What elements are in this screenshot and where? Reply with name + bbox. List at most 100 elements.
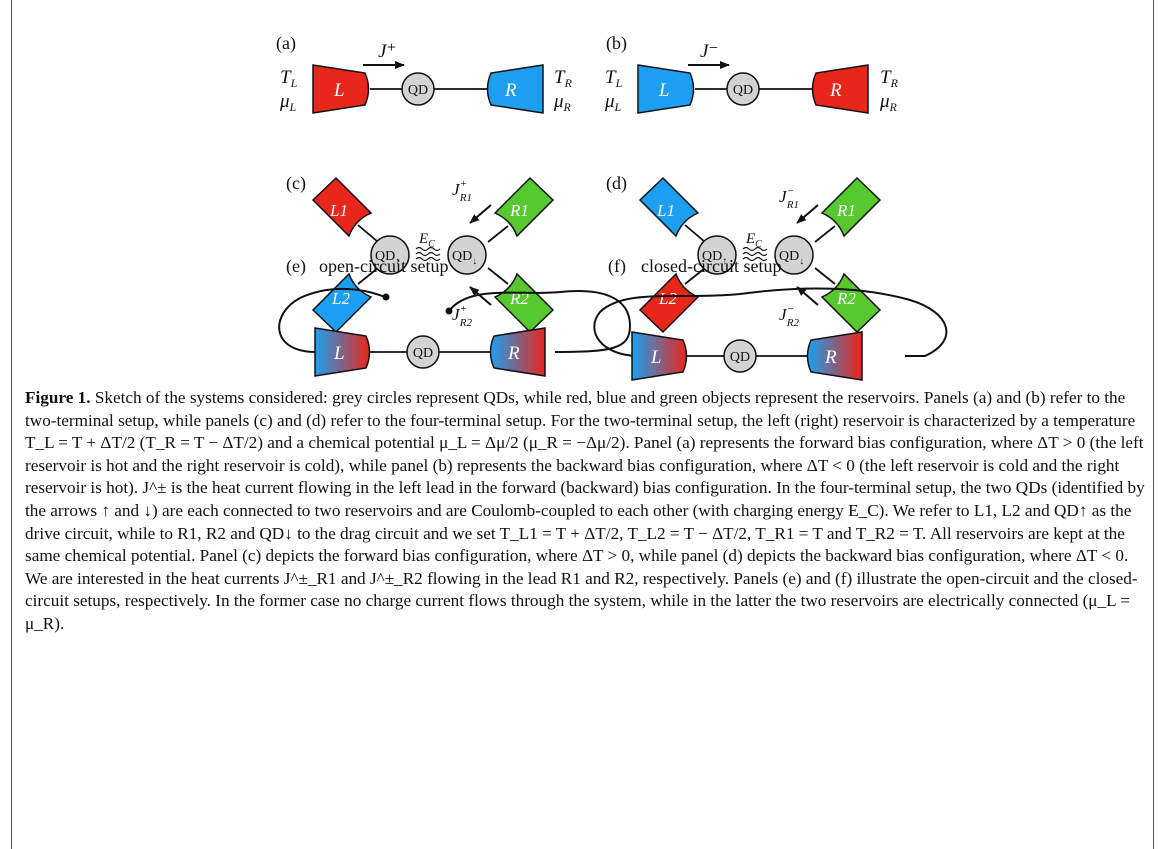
right-reservoir-label: R [829,80,842,101]
left-temperature: TL [605,67,623,90]
lead-wire [684,224,706,243]
panel-f-drawing: L R QD [593,287,948,381]
frame-border-right [1153,0,1154,849]
left-reservoir-cold [637,64,695,114]
lead-wire [357,224,379,243]
lead-wire [814,267,836,285]
coupling-label: EC [418,231,435,250]
reservoir-r1 [820,176,882,238]
reservoir-l1-hot [311,176,373,238]
quantum-dot-label: QD [730,350,750,365]
current-label-r2: J+R2 [452,303,472,329]
current-label-r1: J+R1 [452,178,472,204]
panel-e-label: (e) [286,256,306,277]
quantum-dot [723,339,757,373]
panel-c: (c) L1 L2 R1 R2 QD↑ QD↓ EC J+R1 J+R2 [286,173,555,334]
left-reservoir-label: L [333,80,345,101]
right-chem-potential: μR [879,91,898,114]
quantum-dot-label: QD [733,83,753,98]
current-arrow-r1 [469,204,492,224]
quantum-dot-up [370,235,410,275]
left-reservoir-hot [312,64,370,114]
coulomb-coupling-symbol [742,246,768,262]
circuit-wire-left [278,287,386,353]
right-reservoir-label: R [507,343,520,364]
quantum-dot-up [697,235,737,275]
panel-d: (d) L1 L2 R1 R2 QD↑ QD↓ EC J−R1 J−R2 [606,173,882,334]
quantum-dot-label: QD [408,83,428,98]
quantum-dot [401,72,435,106]
reservoir-r2-label: R2 [836,289,856,308]
lead-wire [684,267,706,285]
quantum-dot-down [774,235,814,275]
right-reservoir-label: R [504,80,517,101]
figure-1: (a) J⁺ L R QD TL μL TR μR (b) J⁻ L R QD … [276,33,948,381]
wire-end-right [445,307,453,315]
reservoir-r1 [493,176,555,238]
wire-end-left [382,293,390,301]
reservoir-r2 [493,272,555,334]
lead-wire [487,267,509,285]
left-reservoir-label: L [333,343,345,364]
caption-text: Sketch of the systems considered: grey c… [25,388,1145,633]
quantum-dot [406,335,440,369]
quantum-dot-up-label: QD↑ [375,249,400,267]
reservoir-l1-label: L1 [656,201,675,220]
figure-1-setups [0,0,1165,386]
left-reservoir-label: L [650,347,662,368]
quantum-dot-label: QD [413,346,433,361]
left-chem-potential: μL [279,91,297,114]
reservoir-r1-label: R1 [836,201,856,220]
current-label: J⁻ [700,41,718,62]
quantum-dot-down-label: QD↓ [452,249,477,267]
left-temperature: TL [280,67,298,90]
current-label: J⁺ [378,41,396,62]
quantum-dot-up-label: QD↑ [702,249,727,267]
quantum-dot-down-label: QD↓ [779,249,804,267]
current-arrow-r2 [469,286,492,306]
right-chem-potential: μR [553,91,572,114]
quantum-dot [726,72,760,106]
reservoir-l2-label: L2 [658,289,677,308]
reservoir-l1-label: L1 [329,201,348,220]
current-label-r1: J−R1 [779,185,799,211]
lead-wire [814,225,836,243]
reservoir-r1-label: R1 [509,201,529,220]
panel-b-label: (b) [606,33,627,54]
figure-caption: Figure 1. Sketch of the systems consider… [25,387,1145,636]
left-reservoir-label: L [658,80,670,101]
quantum-dot-down [447,235,487,275]
lead-wire [357,267,379,285]
current-arrow-r1 [796,204,819,224]
closed-circuit-wire [593,287,948,357]
right-reservoir-gradient [489,327,546,377]
reservoir-l2-label: L2 [331,289,350,308]
reservoir-l1-cold [638,176,700,238]
frame-border-left [11,0,12,849]
current-label-r2: J−R2 [779,303,799,329]
coupling-label: EC [745,231,762,250]
panel-a-label: (a) [276,33,296,54]
lead-wire [487,225,509,243]
right-reservoir-gradient [806,331,863,381]
left-reservoir-gradient [314,327,371,377]
current-arrow-r2 [796,286,819,306]
panel-f-title: closed-circuit setup [641,256,781,276]
panel-a: (a) J⁺ L R QD TL μL TR μR [276,33,573,114]
panel-f: (f) closed-circuit setup L R QD [593,256,948,381]
panel-e-title: open-circuit setup [319,256,448,276]
circuit-wire-right [448,290,632,353]
caption-head: Figure 1. [25,388,91,407]
right-temperature: TR [880,67,899,90]
coulomb-coupling-symbol [415,246,441,262]
panel-b: (b) J⁻ L R QD TL μL TR μR [604,33,899,114]
panel-f-label: (f) [608,256,626,277]
left-reservoir-gradient [631,331,688,381]
reservoir-l2-hot [638,272,700,334]
panel-d-label: (d) [606,173,627,194]
panel-c-label: (c) [286,173,306,194]
right-reservoir-label: R [824,347,837,368]
right-reservoir-hot [811,64,869,114]
right-temperature: TR [554,67,573,90]
left-chem-potential: μL [604,91,622,114]
